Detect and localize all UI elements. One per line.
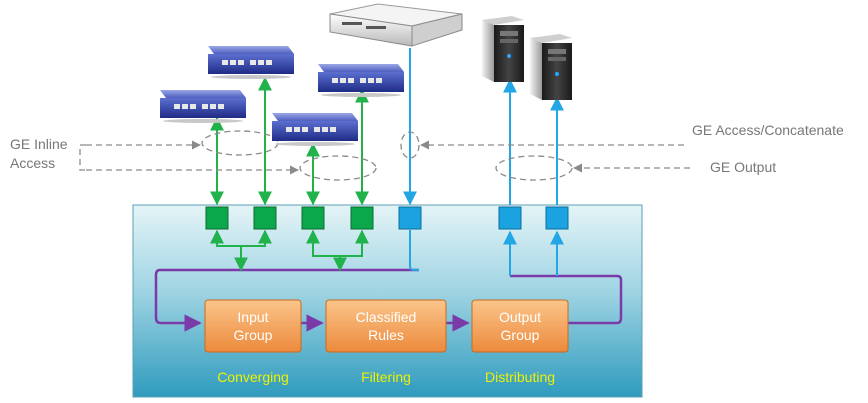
blue-port-2	[498, 206, 522, 230]
green-merge-34	[306, 229, 369, 257]
ge-inline-label-line2: Access	[10, 155, 56, 171]
green-port-1	[205, 206, 229, 230]
ge-inline-label-line1: GE Inline	[10, 136, 68, 152]
tower-server-2	[530, 34, 572, 100]
blue-port-down	[409, 230, 419, 271]
green-port-3	[301, 206, 325, 230]
purple-flow	[154, 268, 623, 332]
switch-4	[318, 64, 404, 97]
blue-port-1	[398, 206, 422, 230]
dashed-ellipse-3	[400, 131, 420, 159]
stage-filtering: Filtering	[361, 369, 411, 385]
classified-rules-box	[325, 299, 447, 353]
ge-output-label: GE Output	[710, 159, 777, 175]
blue-port-3	[545, 206, 569, 230]
input-group-box	[204, 299, 302, 353]
green-port-2	[253, 206, 277, 230]
output-group-box	[471, 299, 569, 353]
switch-1	[160, 90, 246, 123]
rack-server	[329, 3, 463, 47]
tower-server-1	[482, 16, 524, 82]
stage-converging: Converging	[217, 369, 289, 385]
green-port-4	[350, 206, 374, 230]
dashed-inline-bracket	[79, 144, 86, 171]
output-group-label-line1: Output	[498, 309, 542, 325]
input-group-label-line1: Input	[237, 309, 269, 325]
ge-access-concatenate-label: GE Access/Concatenate	[692, 122, 844, 138]
dashed-ellipse-2	[299, 155, 377, 181]
switch-2	[208, 46, 294, 79]
dashed-callouts	[79, 130, 690, 181]
purple-output-loop	[510, 274, 623, 325]
classified-rules-label-line1: Classified	[355, 309, 417, 325]
process-boxes	[204, 299, 569, 353]
dashed-ellipse-1	[201, 130, 279, 156]
purple-loop-in	[154, 268, 419, 332]
ports	[205, 206, 569, 230]
dashed-ellipse-4	[495, 155, 573, 181]
green-lines	[210, 76, 369, 272]
stage-distributing: Distributing	[484, 369, 556, 385]
input-group-label-line2: Group	[233, 327, 273, 343]
classified-rules-label-line2: Rules	[368, 327, 404, 343]
output-group-label-line2: Group	[500, 327, 540, 343]
switch-3	[272, 113, 358, 146]
blue-lines	[403, 48, 564, 276]
